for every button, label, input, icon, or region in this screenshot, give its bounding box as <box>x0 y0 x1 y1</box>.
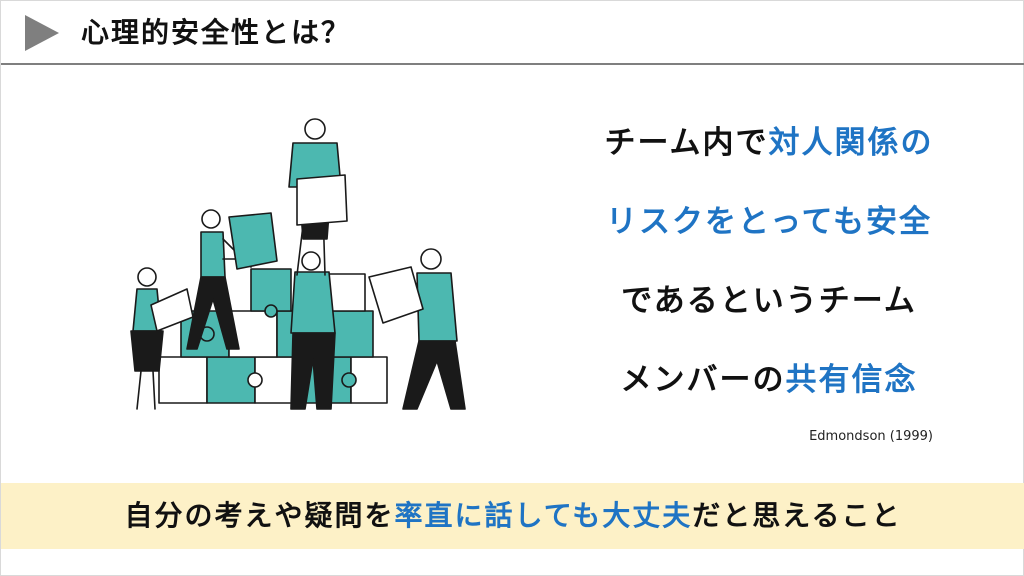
definition-quote: チーム内で対人関係の リスクをとっても安全 であるというチーム メンバーの共有信… <box>549 113 989 429</box>
quote-line-3-text: であるというチーム <box>621 283 917 319</box>
quote-line-4-text: メンバーの <box>620 362 786 398</box>
page-title: 心理的安全性とは？ <box>81 16 352 49</box>
quote-line-4-highlight: 共有信念 <box>785 362 918 398</box>
summary-before: 自分の考えや疑問を <box>124 499 395 532</box>
quote-line-2: リスクをとっても安全 <box>549 192 989 271</box>
quote-line-1-highlight: 対人関係の <box>768 125 934 161</box>
quote-line-1-text: チーム内で <box>604 125 769 161</box>
quote-line-2-highlight: リスクをとっても安全 <box>606 204 932 240</box>
summary-band: 自分の考えや疑問を率直に話しても大丈夫だと思えること <box>1 483 1024 549</box>
quote-line-3: であるというチーム <box>549 271 989 350</box>
summary-highlight: 率直に話しても大丈夫 <box>394 499 693 532</box>
quote-line-1: チーム内で対人関係の <box>549 113 989 192</box>
triangle-right-icon <box>25 15 59 51</box>
summary-text: 自分の考えや疑問を率直に話しても大丈夫だと思えること <box>1 495 1024 537</box>
summary-after: だと思えること <box>692 499 902 532</box>
citation: Edmondson (1999) <box>809 429 933 444</box>
team-puzzle-illustration <box>130 118 466 410</box>
quote-line-4: メンバーの共有信念 <box>549 350 989 429</box>
slide-header: 心理的安全性とは？ <box>1 1 1024 65</box>
